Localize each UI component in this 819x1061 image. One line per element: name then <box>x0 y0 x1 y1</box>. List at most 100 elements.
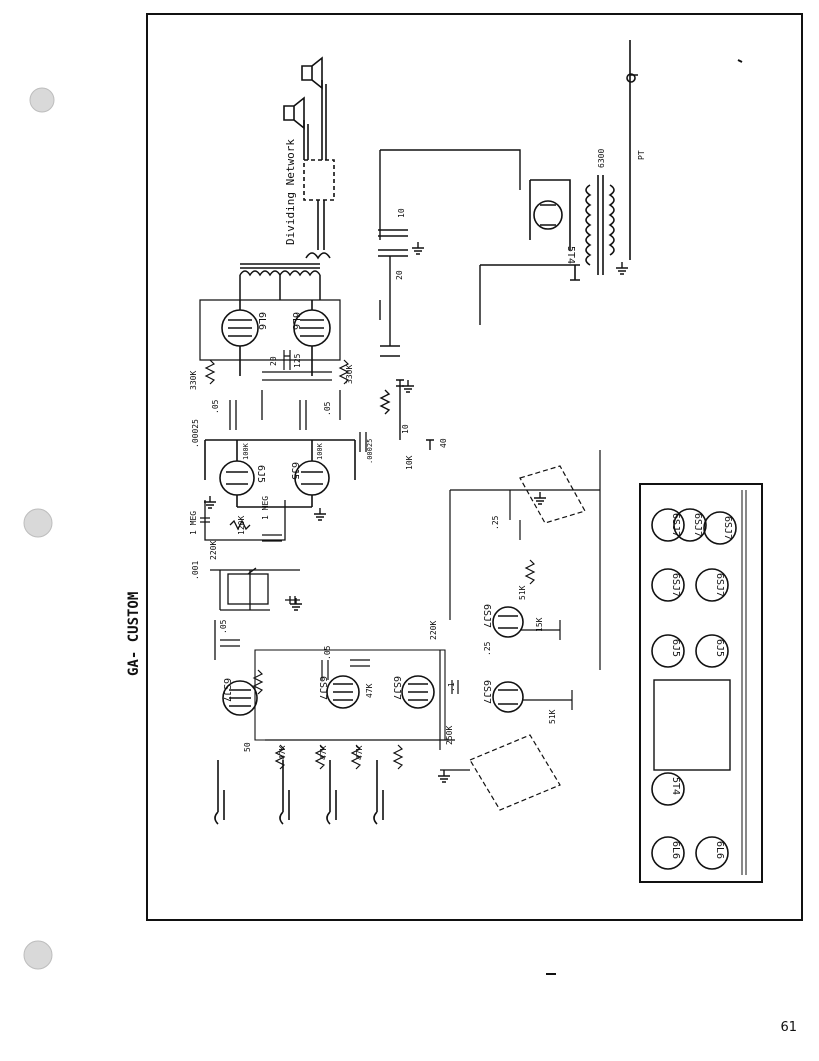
dividing-network-label: Dividing Network <box>284 139 297 245</box>
output-bias-network <box>204 350 350 385</box>
label-1: .1 <box>447 682 456 692</box>
output-transformer <box>239 263 321 300</box>
tube-6sj7-3 <box>401 675 435 709</box>
preamp-tubes <box>222 606 524 741</box>
label-20-a: 20 <box>269 356 278 366</box>
layout-socket-10 <box>651 508 685 542</box>
label-1meg-a: 1 MEG <box>189 511 198 535</box>
layout-socket-label-9: 6SJ7 <box>722 516 733 540</box>
label-00025: .00025 <box>191 419 200 448</box>
layout-socket-2 <box>695 836 729 870</box>
coupling-network <box>229 390 367 452</box>
tube-label-6sj7-2: 6SJ7 <box>317 676 328 700</box>
tone-section <box>200 500 300 660</box>
input-jack-3 <box>326 790 337 825</box>
label-47k-c: 47K <box>355 745 364 760</box>
label-220k-b: 220K <box>429 621 438 640</box>
layout-socket-label-2: 6L6 <box>714 841 725 859</box>
tube-label-6l6-lower: 6L6 <box>290 312 301 330</box>
label-51k-a: 51K <box>518 585 527 600</box>
layout-transformer-block <box>653 679 731 771</box>
tube-6sj7-5 <box>492 681 524 713</box>
label-47k-d: 47K <box>365 683 374 698</box>
label-00025-b: .00025 <box>366 439 374 464</box>
layout-socket-label-10: 6SJ7 <box>670 513 681 537</box>
label-05-b: .05 <box>323 401 332 416</box>
tube-layout-panel: 6L6 6L6 5T4 6J5 6J5 6SJ7 6SJ7 6SJ7 6SJ7 6SJ7 <box>639 483 763 883</box>
label-05-d: .05 <box>323 645 332 660</box>
label-100k-b: 100K <box>316 442 324 460</box>
label-6300: 6300 <box>597 149 606 168</box>
speaker-2-icon <box>283 96 305 130</box>
binder-hole-middle <box>23 508 53 538</box>
label-47k-a: 47K <box>278 745 287 760</box>
layout-socket-label-5: 6J5 <box>714 639 725 657</box>
power-supply <box>529 40 638 281</box>
tube-label-6j5-lower: 6J5 <box>289 462 300 480</box>
input-jack-1 <box>214 790 225 825</box>
driver-tubes <box>204 439 356 508</box>
layout-socket-9 <box>703 511 737 545</box>
tube-label-6sj7-5: 6SJ7 <box>481 680 492 704</box>
label-25-a: .25 <box>491 515 500 530</box>
tube-label-5t4: 5T4 <box>565 246 576 264</box>
ground-symbols <box>204 242 628 783</box>
label-1meg-b: 1 MEG <box>261 496 270 520</box>
label-pt: PT <box>637 150 646 160</box>
layout-socket-label-4: 6J5 <box>670 639 681 657</box>
label-47k-b: 47K <box>319 745 328 760</box>
layout-socket-label-3: 5T4 <box>670 777 681 795</box>
tube-label-6j5-upper: 6J5 <box>255 465 266 483</box>
label-330k-b: 330K <box>345 365 354 384</box>
label-05-c: .05 <box>219 619 228 634</box>
dividing-network-box <box>303 159 335 201</box>
layout-socket-label-1: 6L6 <box>670 841 681 859</box>
label-51k-b: 51K <box>548 709 557 724</box>
label-10-b: 10 <box>397 208 406 218</box>
layout-socket-7 <box>695 568 729 602</box>
schematic-title: GA- CUSTOM <box>126 592 142 676</box>
label-40: 40 <box>439 438 448 448</box>
tone-controls <box>449 450 601 811</box>
label-05-a: .05 <box>211 399 220 414</box>
fuse-icon <box>626 73 636 83</box>
label-10-a: 10 <box>401 424 410 434</box>
layout-socket-1 <box>651 836 685 870</box>
schematic-border <box>146 13 803 921</box>
output-tubes <box>199 299 341 376</box>
label-330k-a: 330K <box>189 371 198 390</box>
speaker-1-icon <box>301 56 323 90</box>
label-20-b: 20 <box>395 270 404 280</box>
label-250k: 250K <box>445 726 454 745</box>
input-jacks <box>214 760 384 825</box>
preamp-network <box>252 650 470 771</box>
volume-pot <box>227 573 269 605</box>
label-10k: 10K <box>405 455 414 470</box>
margin-mark-top <box>737 59 743 63</box>
tube-label-6l6-upper: 6L6 <box>256 312 267 330</box>
input-jack-2 <box>279 790 290 825</box>
speaker-section <box>283 56 335 260</box>
tube-6sj7-1 <box>222 680 258 716</box>
label-15k: 15K <box>535 617 544 632</box>
page-number: 61 <box>780 1020 797 1035</box>
label-100k-a: 100K <box>242 442 250 460</box>
binder-hole-top <box>29 87 55 113</box>
layout-socket-5 <box>695 634 729 668</box>
layout-socket-label-7: 6SJ7 <box>714 573 725 597</box>
tube-label-6sj7-4: 6SJ7 <box>481 604 492 628</box>
label-220k-a: 220K <box>209 541 218 560</box>
layout-socket-3 <box>651 772 685 806</box>
layout-socket-8 <box>673 508 707 542</box>
tube-6j5-upper <box>219 460 255 496</box>
filter-section <box>378 149 580 450</box>
layout-socket-label-8: 6SJ7 <box>692 513 703 537</box>
tube-label-6sj7-3: 6SJ7 <box>391 676 402 700</box>
binder-hole-bottom <box>23 940 53 970</box>
layout-socket-label-6: 6SJ7 <box>670 573 681 597</box>
label-125: 125 <box>293 353 302 368</box>
label-001: .001 <box>191 561 200 580</box>
layout-socket-4 <box>651 634 685 668</box>
tube-6sj7-2 <box>326 675 360 709</box>
